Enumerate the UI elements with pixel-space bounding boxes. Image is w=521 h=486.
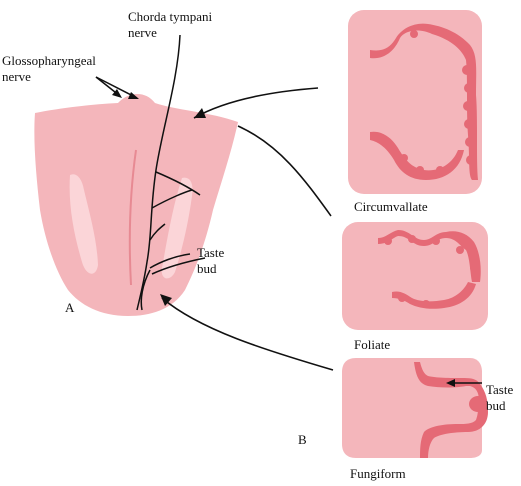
panel-a-label: A [65, 300, 75, 315]
tongue-median-groove [128, 149, 137, 286]
nerve-branch-left [149, 223, 166, 241]
arrowhead-circumvallate [194, 108, 206, 118]
circumvallate-lower-groove [370, 131, 464, 180]
glosso-arrowhead-1 [112, 89, 122, 98]
glossopharyngeal-label-line2: nerve [2, 69, 31, 84]
fungiform-groove [414, 362, 488, 458]
taste-bud-b-arrowhead [446, 379, 455, 387]
panel-b-label: B [298, 432, 307, 447]
nerve-branch-taste [149, 253, 191, 269]
glossopharyngeal-label: Glossopharyngeal [2, 53, 96, 68]
circumvallate-taste-buds [410, 28, 476, 165]
tongue-body [34, 93, 238, 316]
connector-fungiform [161, 297, 334, 371]
connector-circumvallate-bottom [237, 125, 332, 217]
taste-bud-label-b: Taste [486, 382, 513, 397]
fungiform-papilla [342, 358, 488, 458]
chorda-tympani-nerve [136, 34, 181, 311]
taste-bud-label-a-line2: bud [197, 261, 217, 276]
glosso-arrowhead-2 [128, 92, 139, 99]
nerve-branch-bottom [140, 269, 151, 311]
tongue [34, 93, 238, 316]
fungiform-taste-bud [469, 396, 487, 412]
circumvallate-label: Circumvallate [354, 199, 428, 214]
taste-bud-label-a: Taste [197, 245, 224, 260]
connector-circumvallate-top [193, 87, 319, 119]
foliate-label: Foliate [354, 337, 390, 352]
fungiform-block [342, 358, 482, 458]
connector-taste-bud-a [151, 257, 206, 275]
circumvallate-lower-buds [400, 154, 444, 174]
connectors [151, 87, 334, 371]
chorda-tympani-label-line2: nerve [128, 25, 157, 40]
circumvallate-papilla [348, 10, 482, 194]
tongue-highlight-right [161, 177, 193, 279]
foliate-upper-groove [378, 230, 481, 282]
foliate-taste-buds [384, 235, 478, 308]
nerves [136, 34, 201, 311]
tongue-highlight-left [69, 174, 98, 274]
chorda-tympani-label: Chorda tympani [128, 9, 213, 24]
taste-bud-label-b-line2: bud [486, 398, 506, 413]
glosso-arrows [95, 76, 139, 99]
foliate-lower-groove [392, 282, 476, 309]
arrowhead-fungiform [160, 294, 172, 306]
foliate-papilla [342, 222, 488, 330]
glossopharyngeal-branch-upper [155, 171, 201, 196]
fungiform-label: Fungiform [350, 466, 406, 481]
glossopharyngeal-branch-lower [151, 189, 193, 209]
